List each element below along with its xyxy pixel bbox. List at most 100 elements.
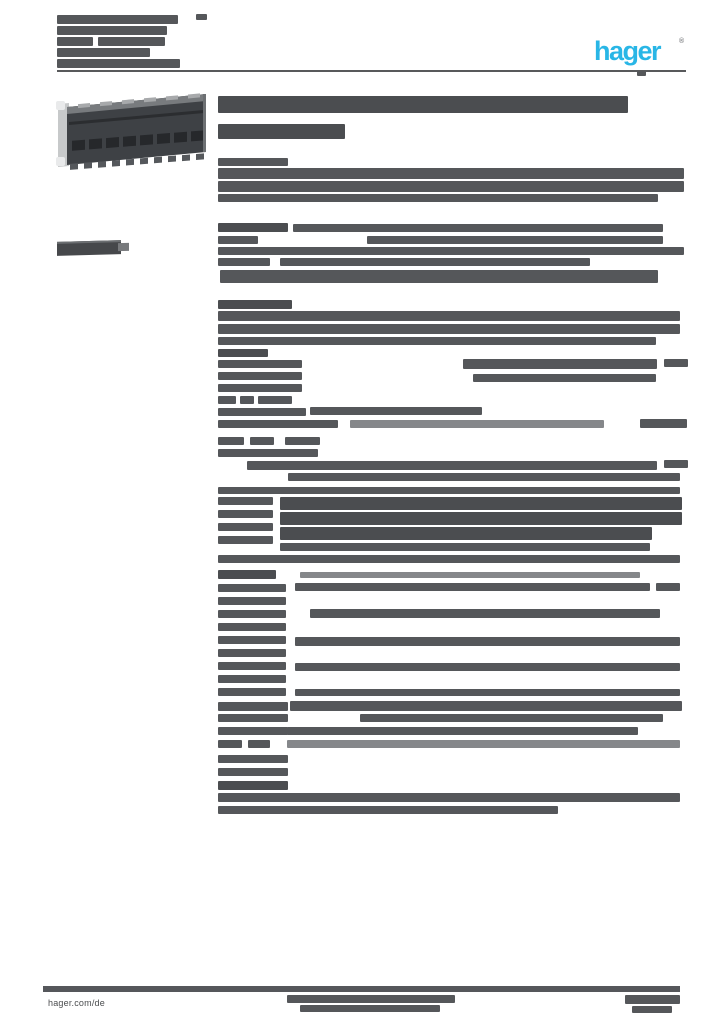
- illegible-text-line: [656, 583, 680, 591]
- illegible-text-line: [288, 473, 680, 481]
- illegible-text-line: [664, 460, 688, 468]
- illegible-text-line: [218, 623, 286, 631]
- illegible-text-line: [218, 584, 286, 592]
- illegible-text-line: [218, 497, 273, 505]
- illegible-text-line: [218, 360, 302, 368]
- illegible-text-line: [218, 236, 258, 244]
- illegible-text-line: [218, 610, 286, 618]
- illegible-text-line: [57, 15, 178, 24]
- illegible-text-line: [218, 793, 680, 802]
- illegible-text-line: [218, 96, 628, 113]
- illegible-text-line: [218, 714, 288, 722]
- illegible-text-line: [57, 26, 167, 35]
- illegible-text-line: [218, 768, 288, 776]
- illegible-text-line: [218, 536, 273, 544]
- illegible-text-line: [632, 1006, 672, 1013]
- rj45-ports: [72, 130, 204, 151]
- illegible-text-line: [463, 359, 657, 369]
- product-photo: [56, 93, 206, 170]
- panel-bracket: [58, 103, 69, 167]
- illegible-text-line: [473, 374, 656, 382]
- illegible-text-line: [367, 236, 663, 244]
- illegible-text-line: [218, 510, 273, 518]
- illegible-text-line: [218, 384, 302, 392]
- illegible-text-line: [218, 688, 286, 696]
- illegible-text-line: [637, 71, 646, 76]
- illegible-text-line: [218, 755, 288, 763]
- illegible-text-line: [280, 527, 652, 540]
- registered-trademark-icon: ®: [679, 38, 685, 45]
- illegible-text-line: [218, 662, 286, 670]
- illegible-text-line: [287, 727, 638, 735]
- illegible-text-line: [218, 420, 338, 428]
- illegible-text-line: [218, 324, 680, 334]
- illegible-text-line: [218, 300, 292, 309]
- illegible-text-line: [280, 543, 650, 551]
- illegible-text-line: [218, 649, 286, 657]
- illegible-text-line: [247, 461, 657, 470]
- illegible-text-line: [295, 663, 680, 671]
- illegible-text-line: [218, 223, 288, 232]
- illegible-text-line: [218, 636, 286, 644]
- illegible-text-line: [218, 337, 656, 345]
- illegible-text-line: [218, 449, 318, 457]
- illegible-text-line: [218, 372, 302, 380]
- illegible-text-line: [218, 675, 286, 683]
- illegible-text-line: [258, 396, 292, 404]
- illegible-text-line: [287, 740, 680, 748]
- illegible-text-line: [218, 247, 684, 255]
- illegible-text-line: [218, 396, 236, 404]
- illegible-text-line: [220, 270, 658, 283]
- illegible-text-line: [57, 59, 180, 68]
- illegible-text-line: [248, 740, 270, 748]
- illegible-text-line: [300, 572, 640, 578]
- illegible-text-line: [640, 419, 687, 428]
- illegible-text-line: [287, 995, 455, 1003]
- illegible-text-line: [360, 714, 663, 722]
- illegible-text-line: [290, 701, 682, 711]
- illegible-text-line: [98, 37, 165, 46]
- illegible-text-line: [196, 14, 207, 20]
- illegible-text-line: [57, 37, 93, 46]
- footer-bar: [43, 986, 680, 992]
- illegible-text-line: [285, 437, 320, 445]
- illegible-text-line: [218, 781, 288, 790]
- illegible-text-line: [350, 420, 604, 428]
- panel-teeth: [70, 153, 204, 170]
- illegible-text-line: [310, 609, 660, 618]
- illegible-text-line: [240, 396, 254, 404]
- illegible-text-line: [625, 995, 680, 1004]
- illegible-text-line: [218, 740, 242, 748]
- illegible-text-line: [250, 437, 274, 445]
- footer-url-box: hager.com/de: [45, 992, 170, 1014]
- illegible-text-line: [280, 258, 590, 266]
- illegible-text-line: [218, 597, 286, 605]
- illegible-text-line: [218, 181, 684, 192]
- illegible-text-line: [218, 727, 288, 735]
- hager-logo: hager: [594, 36, 662, 66]
- illegible-text-line: [293, 224, 663, 232]
- illegible-text-line: [218, 555, 680, 563]
- product-thumb-side-view: [57, 240, 121, 256]
- illegible-text-line: [57, 48, 150, 57]
- illegible-text-line: [218, 806, 558, 814]
- illegible-text-line: [218, 168, 684, 179]
- header-divider: [57, 70, 686, 72]
- illegible-text-line: [218, 570, 276, 579]
- footer-url: hager.com/de: [48, 998, 105, 1008]
- product-thumb-tail: [118, 242, 129, 252]
- illegible-text-line: [218, 311, 680, 321]
- illegible-text-line: [218, 408, 306, 416]
- illegible-text-line: [218, 349, 268, 357]
- illegible-text-line: [295, 637, 680, 646]
- illegible-text-line: [218, 437, 244, 445]
- illegible-text-line: [280, 512, 682, 525]
- illegible-text-line: [664, 359, 688, 367]
- illegible-text-line: [218, 124, 345, 139]
- illegible-text-line: [218, 258, 270, 266]
- illegible-text-line: [218, 523, 273, 531]
- illegible-text-line: [218, 702, 288, 711]
- illegible-text-line: [295, 583, 650, 591]
- illegible-text-line: [218, 487, 680, 494]
